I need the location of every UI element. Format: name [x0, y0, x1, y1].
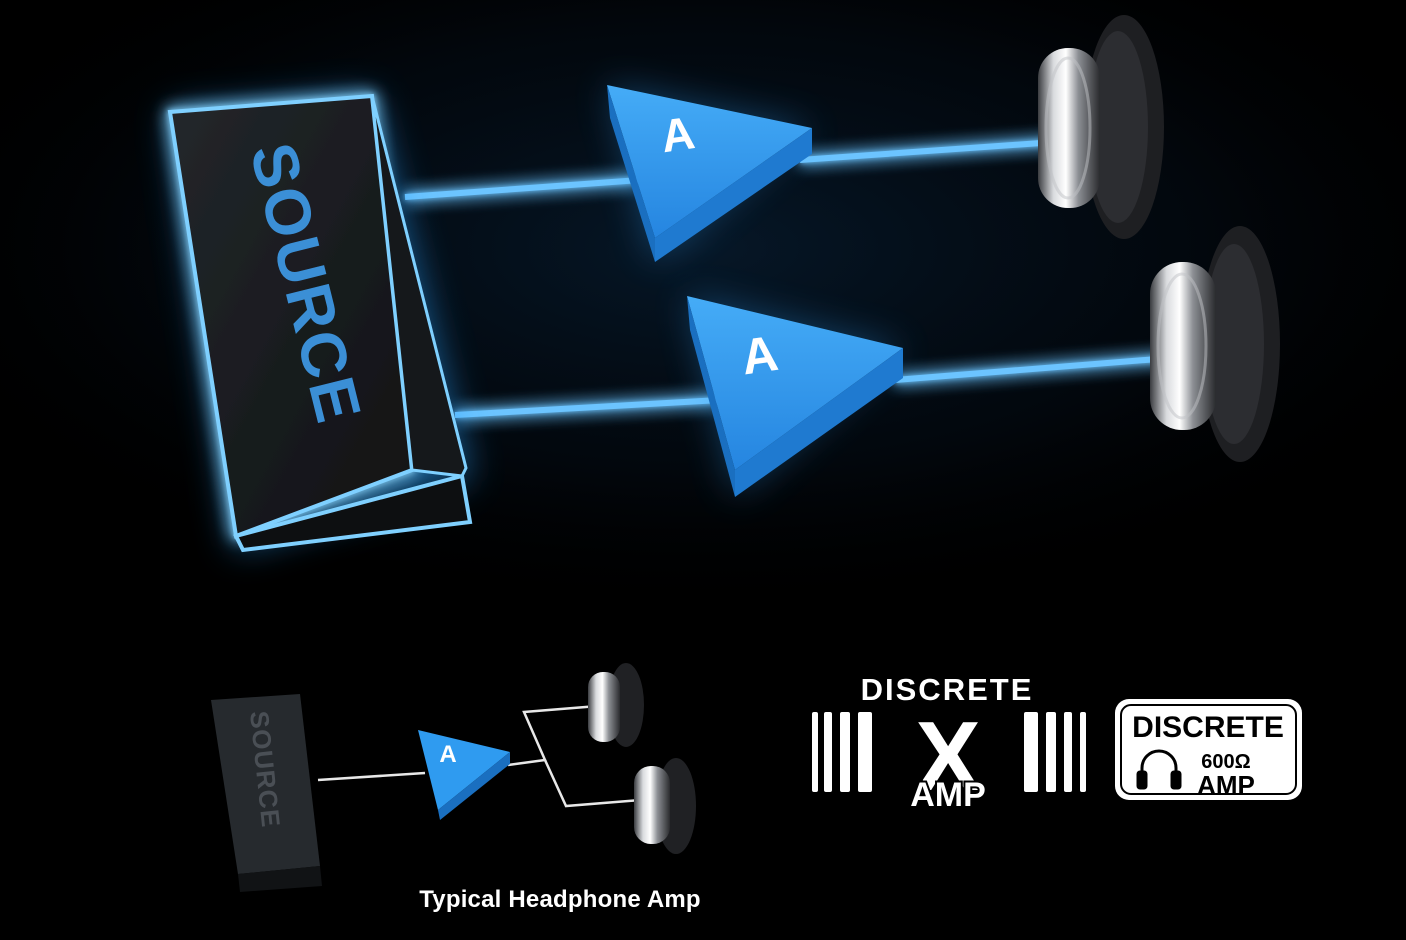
driver-top-ring — [1044, 56, 1092, 200]
xamp-badge-top-text: DISCRETE — [861, 672, 1034, 707]
discrete-600-amp-badge: DISCRETE 600Ω AMP — [1115, 699, 1302, 800]
mini-source-block: SOURCE — [211, 694, 322, 892]
typical-amp-diagram: SOURCE A — [211, 663, 696, 892]
driver-top-surround-inner — [1088, 31, 1148, 223]
xamp-right-bars — [1024, 712, 1086, 792]
signal-beams — [404, 139, 1171, 418]
driver-top-body — [1038, 48, 1100, 208]
badge-600-inner-border — [1120, 704, 1297, 795]
mini-driver-bottom — [634, 758, 696, 854]
xamp-badge-x-letter: X — [915, 701, 980, 811]
badge-600-top-text: DISCRETE — [1132, 711, 1284, 744]
beam-source-to-amp-bottom — [454, 397, 721, 418]
mini-wire-to-driver-top — [507, 704, 599, 767]
amp-top-face — [607, 85, 812, 238]
driver-bottom-surround-inner — [1204, 244, 1264, 444]
amp-top-side-left — [607, 85, 655, 262]
mini-source-front-face — [238, 866, 322, 892]
discrete-xamp-badge: DISCRETE X AMP — [812, 672, 1086, 816]
mini-driver-bottom-body — [634, 766, 670, 844]
mini-wires — [317, 704, 641, 808]
amp-bottom-face — [687, 296, 903, 470]
badge-600-outer — [1115, 699, 1302, 800]
headphone-icon — [1136, 749, 1182, 790]
xamp-left-bars — [812, 712, 872, 792]
amp-top-side-right — [655, 128, 812, 262]
main-amp-top: A — [607, 85, 812, 262]
beam-amp-bottom-to-driver-bottom — [894, 355, 1171, 383]
mini-wire-source-amp — [317, 771, 426, 782]
badge-600-impedance: 600Ω — [1201, 751, 1250, 773]
source-front-face — [233, 473, 473, 553]
typical-amp-caption: Typical Headphone Amp — [419, 886, 701, 913]
mini-amp-letter: A — [439, 741, 456, 768]
mini-amp-face — [418, 730, 510, 810]
main-diagram: SOURCE A A — [167, 15, 1280, 553]
driver-bottom-body — [1150, 262, 1216, 430]
mini-driver-top-body — [588, 672, 620, 742]
driver-bottom-ring — [1156, 272, 1208, 420]
main-amp-bottom: A — [687, 296, 903, 497]
mini-amp-side — [438, 752, 510, 820]
xamp-badge-bottom-text: AMP — [910, 776, 986, 814]
driver-top — [1038, 15, 1164, 239]
mini-wire-to-driver-bottom — [543, 759, 641, 808]
mini-source-top-face — [211, 694, 320, 874]
amp-bottom-side-left — [687, 296, 735, 497]
amp-top-letter: A — [658, 106, 698, 162]
beam-amp-top-to-driver-top — [799, 139, 1056, 163]
amp-bottom-letter: A — [738, 325, 782, 385]
badge-600-bottom-text: AMP — [1197, 770, 1255, 800]
mini-amp: A — [418, 730, 510, 820]
driver-bottom — [1150, 226, 1280, 462]
amp-bottom-side-right — [735, 348, 903, 497]
main-source-block: SOURCE — [167, 93, 473, 553]
mini-driver-top — [588, 663, 644, 747]
beam-source-to-amp-top — [404, 177, 641, 200]
source-side-face — [370, 95, 468, 478]
